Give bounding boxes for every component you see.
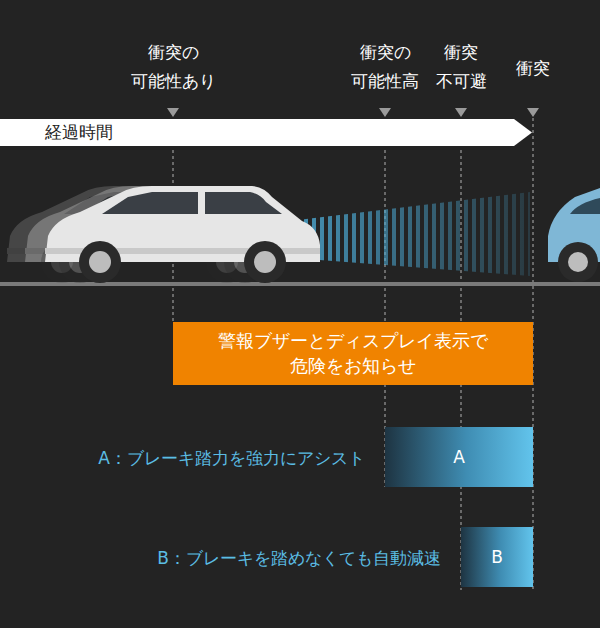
phase-letter: A <box>453 446 465 469</box>
phase-letter: B <box>491 546 503 569</box>
event-label: 衝突の 可能性あり <box>131 38 216 96</box>
time-arrow: 経過時間 <box>0 119 532 146</box>
feature-label: A：ブレーキ踏力を強力にアシスト <box>98 447 365 469</box>
feature-label: B：ブレーキを踏めなくても自動減速 <box>157 547 441 569</box>
event-label: 衝突 <box>516 54 550 83</box>
phase-box: A <box>385 427 533 487</box>
axis-label: 経過時間 <box>45 119 113 146</box>
warning-band: 警報ブザーとディスプレイ表示で 危険をお知らせ <box>173 322 533 385</box>
warning-text: 警報ブザーとディスプレイ表示で 危険をお知らせ <box>218 329 488 378</box>
phase-box: B <box>461 527 533 587</box>
event-label: 衝突の 可能性高 <box>351 38 419 96</box>
arrow-fill <box>0 119 532 146</box>
event-label: 衝突 不可避 <box>436 38 487 96</box>
